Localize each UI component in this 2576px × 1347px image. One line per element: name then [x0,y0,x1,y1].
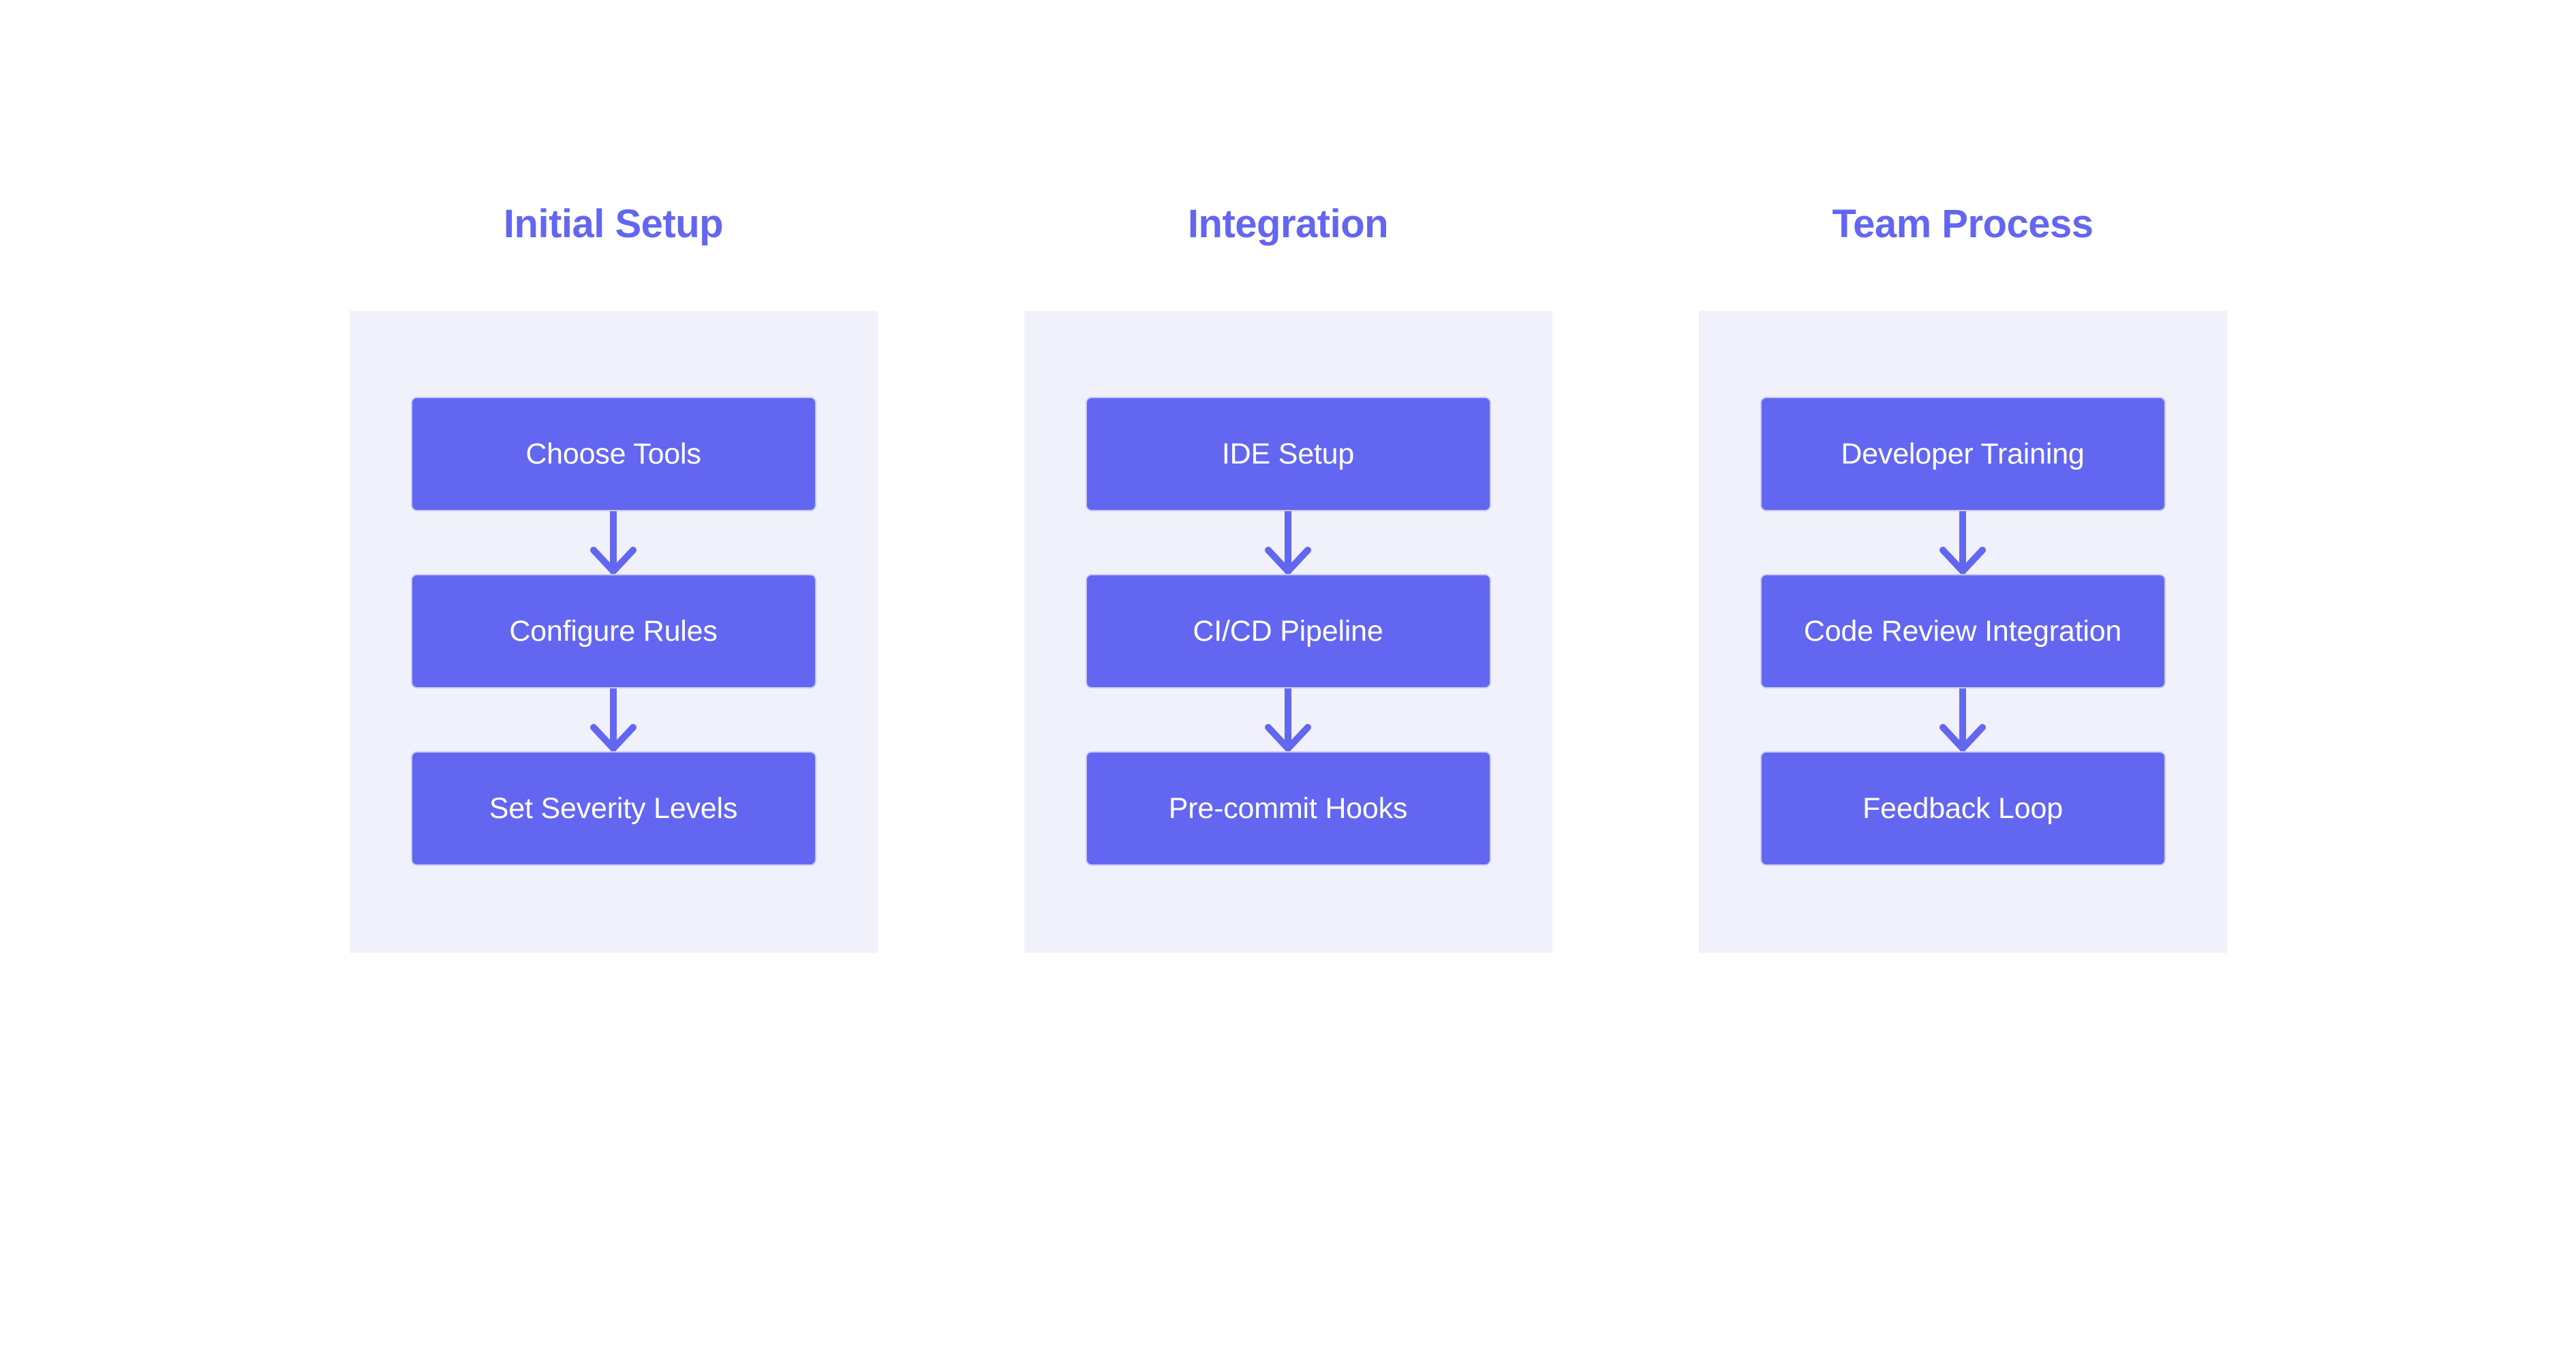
flow-node[interactable]: Feedback Loop [1760,751,2166,866]
arrow-down-icon [1937,511,1988,574]
column-panel: IDE Setup CI/CD Pipeline [1024,311,1552,953]
flow-node[interactable]: CI/CD Pipeline [1085,574,1491,688]
connector [411,688,816,751]
flow-node[interactable]: Choose Tools [410,397,816,511]
column-integration: Integration IDE Setup CI/CD Pipeline [1024,205,1552,953]
column-team-process: Team Process Developer Training Code Rev… [1698,202,2227,953]
flow-node[interactable]: IDE Setup [1085,397,1491,511]
flow-node[interactable]: Configure Rules [410,574,816,688]
column-panel: Choose Tools Configure Rules [349,311,878,953]
column-title: Integration [1187,202,1389,246]
column-panel: Developer Training Code Review Integrati… [1698,311,2227,953]
arrow-down-icon [588,688,639,751]
column-title: Initial Setup [503,202,724,246]
flow-node[interactable]: Pre-commit Hooks [1085,751,1491,866]
connector [1760,511,2166,574]
connector [1760,688,2166,751]
flow-node[interactable]: Developer Training [1760,397,2166,511]
connector [1086,688,1491,751]
arrow-down-icon [1937,688,1988,751]
connector [1086,511,1491,574]
arrow-down-icon [1263,688,1313,751]
column-initial-setup: Initial Setup Choose Tools Configure Rul… [349,202,878,953]
flow-node[interactable]: Set Severity Levels [410,751,816,866]
arrow-down-icon [1263,511,1313,574]
connector [411,511,816,574]
column-title: Team Process [1832,202,2094,246]
arrow-down-icon [588,511,639,574]
flow-node[interactable]: Code Review Integration [1760,574,2166,688]
